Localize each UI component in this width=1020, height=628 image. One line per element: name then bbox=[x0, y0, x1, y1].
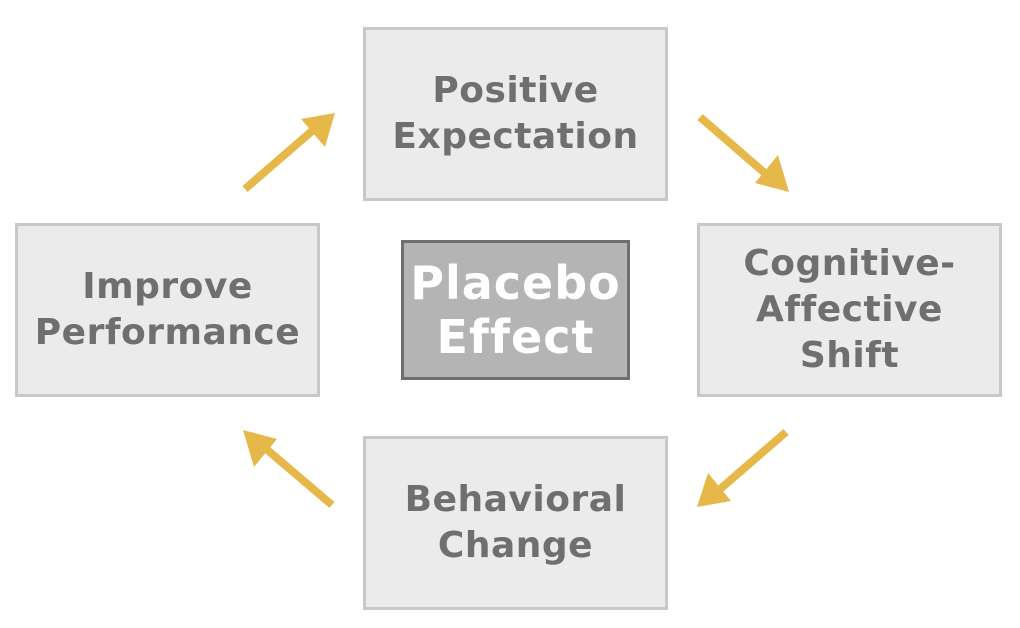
node-behavioral-change: Behavioral Change bbox=[363, 436, 668, 610]
node-label: Cognitive- Affective Shift bbox=[743, 243, 956, 376]
arrow-to-positive-expectation bbox=[242, 113, 335, 193]
node-label: Behavioral Change bbox=[404, 479, 627, 566]
center-label: Placebo Effect bbox=[410, 256, 621, 364]
node-cognitive-affective-shift: Cognitive- Affective Shift bbox=[697, 223, 1002, 397]
node-improve-performance: Improve Performance bbox=[15, 223, 320, 397]
node-positive-expectation: Positive Expectation bbox=[363, 27, 668, 201]
node-label: Improve Performance bbox=[34, 266, 301, 353]
node-label: Positive Expectation bbox=[392, 70, 639, 157]
center-placebo-effect: Placebo Effect bbox=[401, 240, 630, 380]
arrow-to-improve-performance bbox=[243, 430, 335, 509]
arrow-to-cognitive-affective-shift bbox=[697, 113, 789, 192]
arrow-to-behavioral-change bbox=[697, 428, 789, 507]
